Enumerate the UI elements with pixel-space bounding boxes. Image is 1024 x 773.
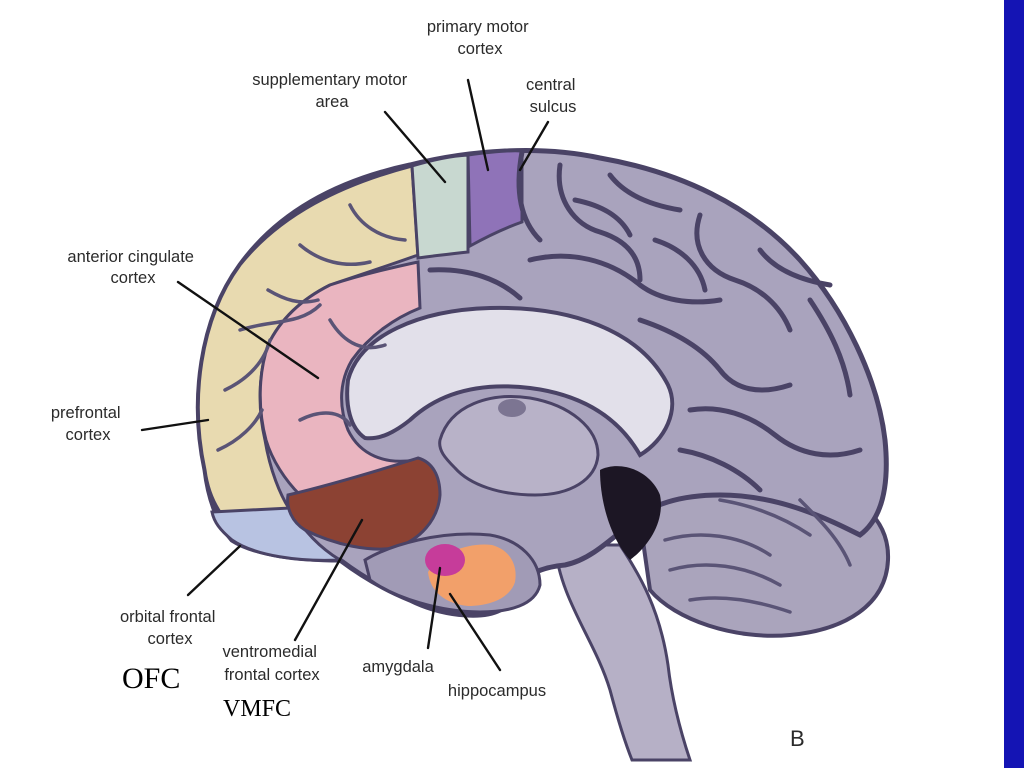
leader-amygdala — [426, 566, 442, 650]
label-amygdala: amygdala — [362, 658, 434, 676]
abbr-ofc: OFC — [122, 662, 180, 695]
region-primary-motor-cortex — [466, 149, 524, 249]
leader-central-sulcus — [518, 120, 550, 172]
label-central-sulcus: central sulcus — [526, 76, 580, 116]
fourth-ventricle — [600, 466, 661, 560]
region-ventromedial-frontal-cortex — [286, 456, 442, 551]
label-primary-motor-cortex: primary motor cortex — [427, 18, 533, 58]
leader-prefrontal-cortex — [140, 418, 210, 432]
abbreviation-labels: OFC VMFC — [122, 662, 291, 722]
structure-labels: primary motor cortex supplementary motor… — [51, 18, 580, 700]
region-amygdala — [425, 544, 465, 576]
label-hippocampus: hippocampus — [448, 682, 546, 700]
corpus-callosum — [345, 305, 675, 458]
leader-primary-motor-cortex — [466, 78, 490, 172]
leader-supplementary-motor-area — [383, 110, 447, 184]
panel-letter: B — [790, 726, 805, 751]
right-edge-bar — [1004, 0, 1024, 768]
region-anterior-cingulate-cortex — [258, 260, 422, 497]
leader-orbital-frontal-cortex — [186, 544, 242, 597]
label-ventromedial-frontal-cortex: ventromedial frontal cortex — [222, 643, 321, 684]
label-supplementary-motor-area: supplementary motor area — [252, 71, 412, 111]
leader-lines — [140, 78, 550, 672]
abbr-vmfc: VMFC — [223, 696, 291, 722]
label-anterior-cingulate-cortex: anterior cingulate cortex — [67, 248, 198, 287]
leader-hippocampus — [448, 592, 502, 672]
label-prefrontal-cortex: prefrontal cortex — [51, 404, 125, 444]
leader-anterior-cingulate-cortex — [176, 280, 320, 380]
label-orbital-frontal-cortex: orbital frontal cortex — [120, 608, 220, 648]
region-supplementary-motor-area — [410, 153, 470, 260]
thalamus — [438, 395, 600, 497]
leader-ventromedial-frontal-cortex — [293, 518, 364, 642]
gyri-pattern — [216, 149, 863, 614]
